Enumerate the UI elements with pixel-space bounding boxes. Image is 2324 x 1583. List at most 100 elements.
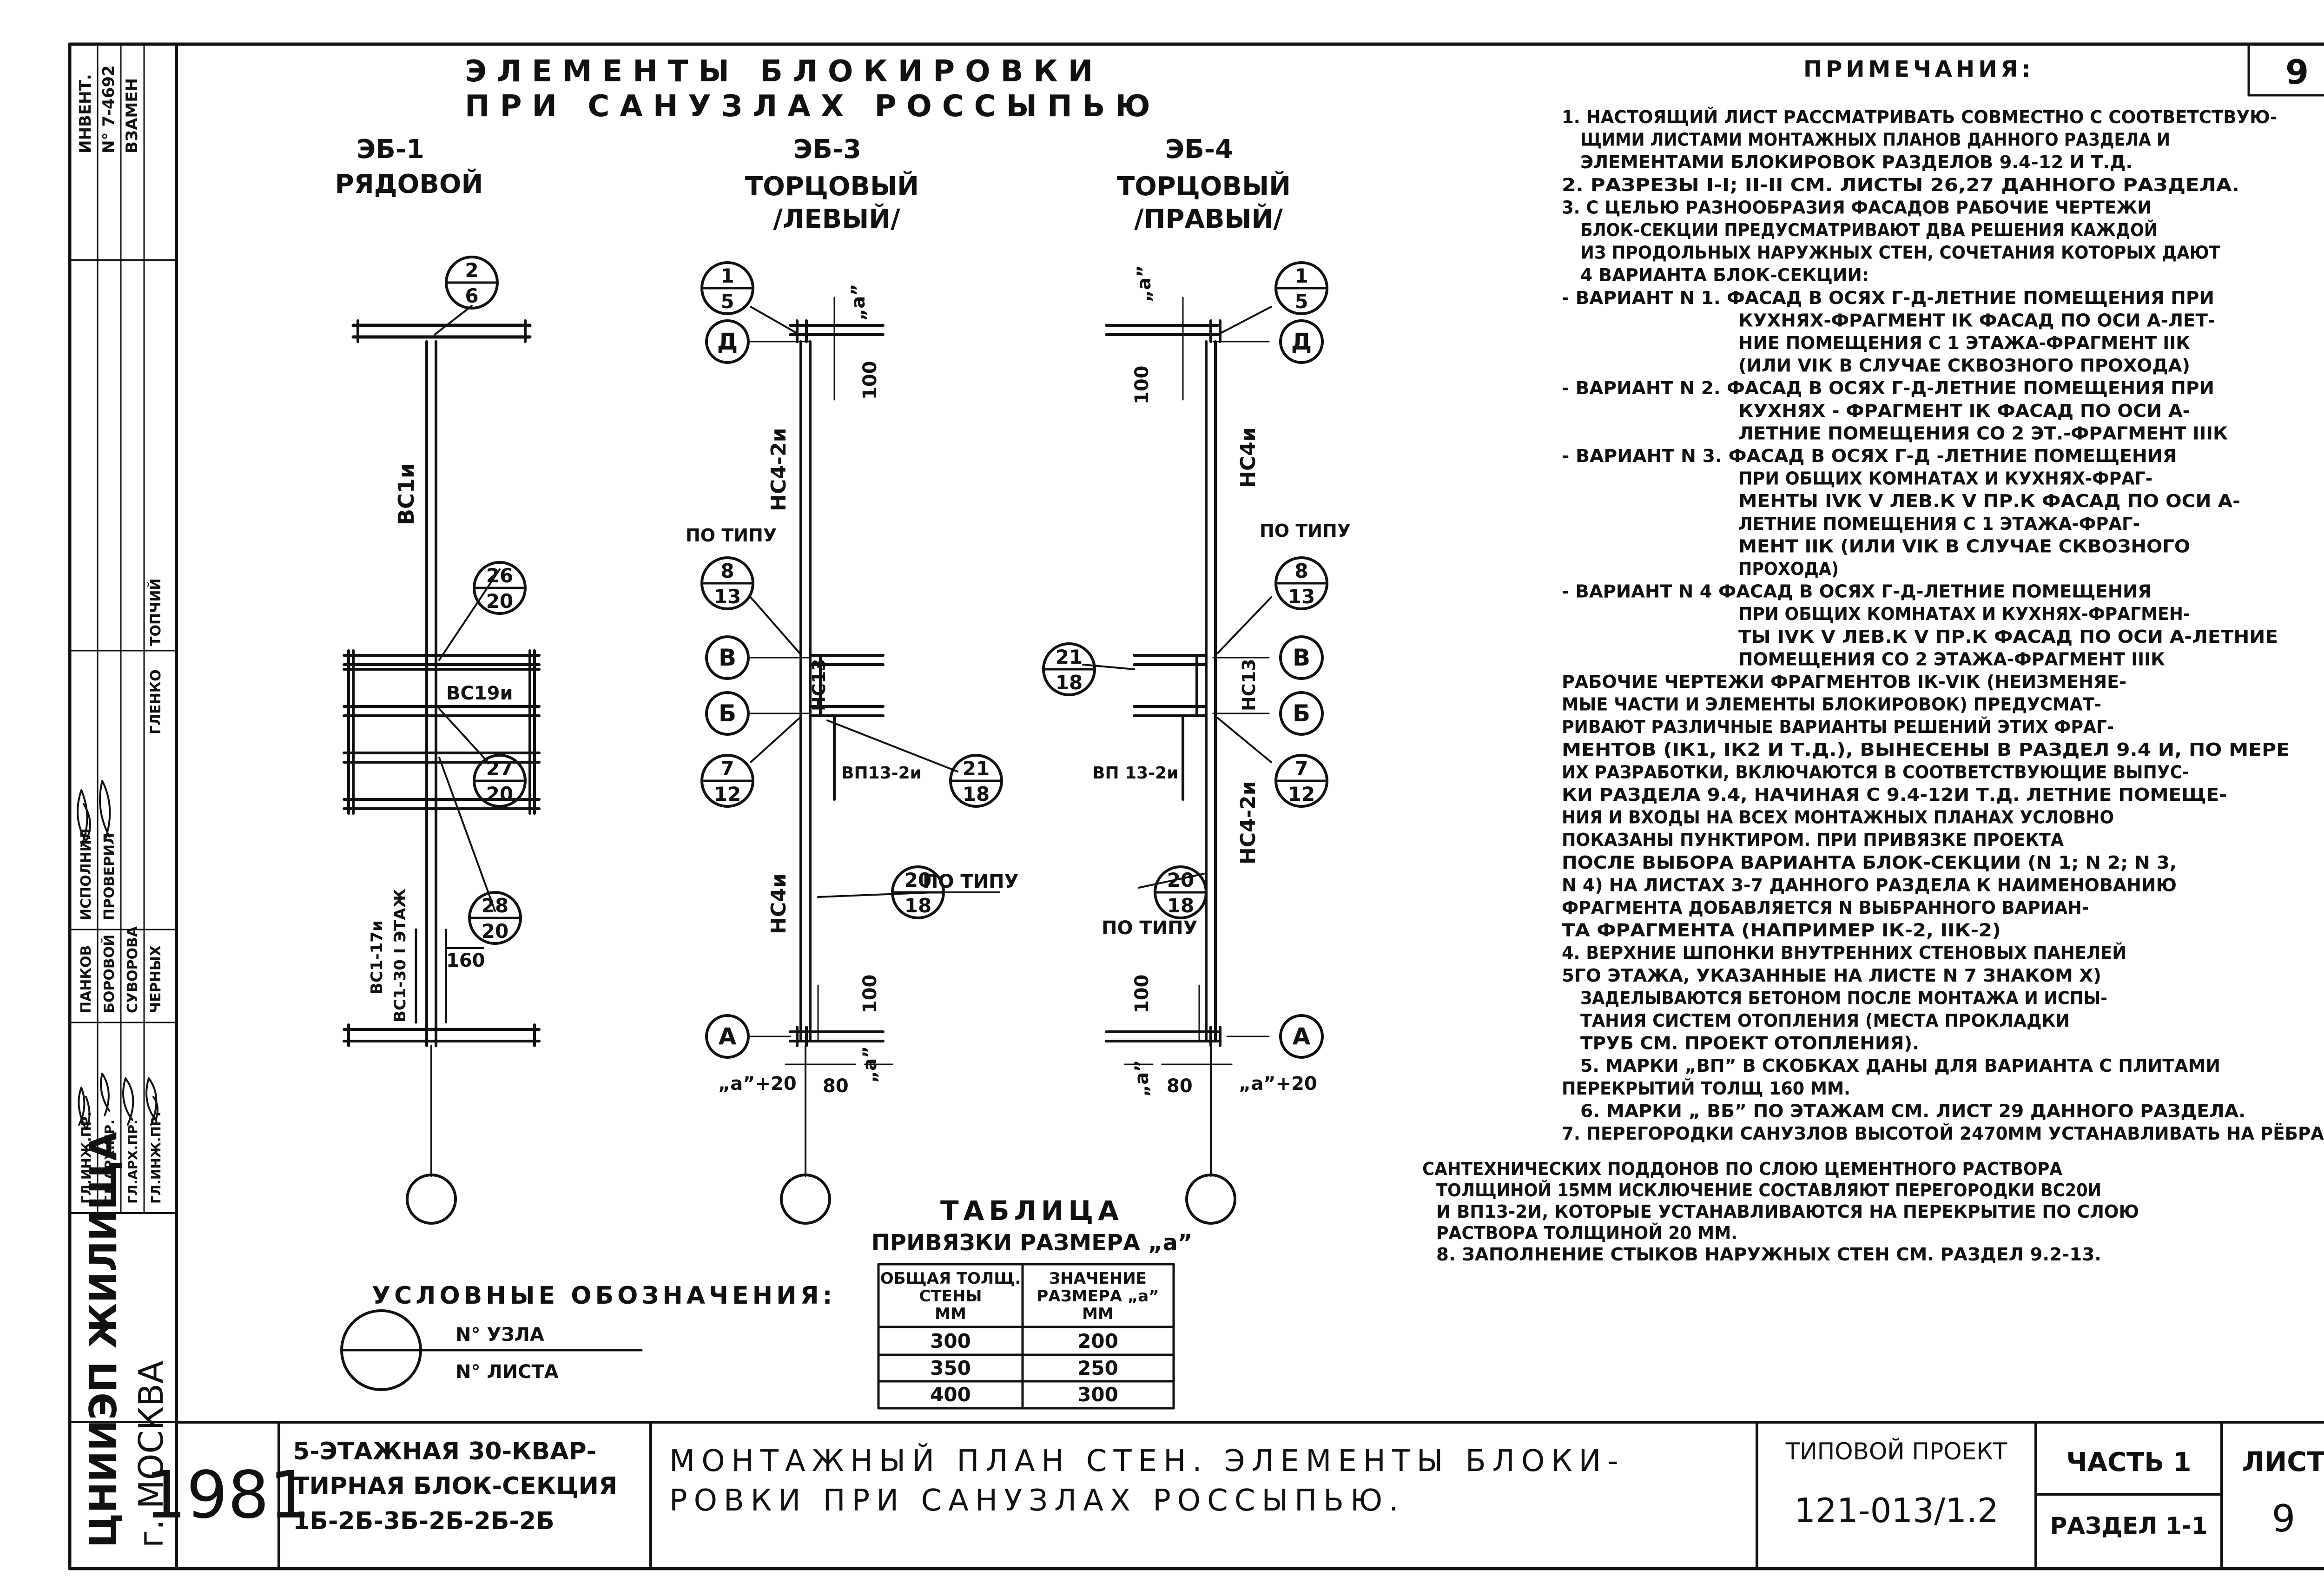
eb3-mark-nc42: НС4-2и [767, 428, 791, 511]
note-line: ЛЕТНИЕ ПОМЕЩЕНИЯ СО 2 ЭТ.-ФРАГМЕНТ IIIК [1738, 423, 2228, 443]
eb4-node-marker: 813 [1274, 556, 1328, 610]
legend-title: УСЛОВНЫЕ ОБОЗНАЧЕНИЯ: [372, 1282, 836, 1310]
axis-circle [705, 319, 750, 364]
note-line: КУХНЯХ-ФРАГМЕНТ IК ФАСАД ПО ОСИ А-ЛЕТ- [1738, 310, 2215, 330]
eb3-dim-100a: 100 [859, 361, 881, 400]
org-city: г. МОСКВА [132, 1361, 171, 1548]
node-number: 20 [905, 869, 931, 891]
eb4-sub2: /ПРАВЫЙ/ [1134, 204, 1283, 234]
table-h1-l1: ОБЩАЯ ТОЛЩ. [880, 1269, 1021, 1288]
note-line: ЭЛЕМЕНТАМИ БЛОКИРОВОК РАЗДЕЛОВ 9.4-12 И … [1580, 152, 2133, 172]
title-object-3: 1Б-2Б-3Б-2Б-2Б-2Б [293, 1507, 555, 1535]
table-r2-c1: 350 [930, 1357, 971, 1379]
title-part: ЧАСТЬ 1 [2066, 1447, 2191, 1477]
node-sheet: 18 [963, 783, 990, 805]
note-line: ЗАДЕЛЫВАЮТСЯ БЕТОНОМ ПОСЛЕ МОНТАЖА И ИСП… [1580, 988, 2107, 1008]
eb3-dim-80: 80 [823, 1075, 849, 1097]
eb3-a-top: „а” [848, 284, 869, 321]
note-line: МЫЕ ЧАСТИ И ЭЛЕМЕНТЫ БЛОКИРОВОК) ПРЕДУСМ… [1562, 694, 2101, 715]
axis-circle [705, 691, 750, 736]
eb1-mark-vc1: ВС1и [394, 463, 419, 525]
note-line: 5ГО ЭТАЖА, УКАЗАННЫЕ НА ЛИСТЕ N 7 ЗНАКОМ… [1562, 965, 2101, 986]
eb4-axis-v: В [1279, 635, 1324, 680]
title-object-2: ТИРНАЯ БЛОК-СЕКЦИЯ [293, 1472, 617, 1500]
table-r1-c1: 300 [930, 1330, 971, 1352]
eb4-dim-100b: 100 [1131, 975, 1153, 1014]
note-line: ЛЕТНИЕ ПОМЕЩЕНИЯ С 1 ЭТАЖА-ФРАГ- [1738, 514, 2140, 534]
eb3-code: ЭБ-3 [793, 134, 861, 165]
eb3-axis-b: Б [705, 691, 750, 736]
eb1-sub: РЯДОВОЙ [335, 169, 483, 199]
eb3-mark-nc13: НС13 [809, 659, 829, 711]
axis-letter: А [719, 1023, 737, 1050]
eb4-drawing: НС4и НС13 ВП 13-2и НС4-2и 100 100 80 „а”… [1082, 265, 1351, 1225]
eb3-dim-100b: 100 [859, 975, 881, 1014]
note-line: ПЕРЕКРЫТИЙ ТОЛЩ 160 ММ. [1562, 1078, 1850, 1099]
eb4-node-marker: 712 [1274, 754, 1328, 808]
note-line: ПОМЕЩЕНИЯ СО 2 ЭТАЖА-ФРАГМЕНТ IIIК [1738, 649, 2165, 669]
table-r3-c2: 300 [1077, 1383, 1118, 1406]
eb3-a-bot: „а” [859, 1046, 881, 1083]
table-r2-c2: 250 [1077, 1357, 1118, 1379]
axis-letter: Б [719, 700, 736, 727]
stamp-person-4: ЧЕРНЫХ [148, 945, 164, 1013]
node-number: 1 [1294, 264, 1308, 287]
axis-letter: Д [1291, 328, 1312, 355]
eb1-mark-vc1-30: ВС1-30 I ЭТАЖ [391, 888, 409, 1022]
node-number: 7 [1294, 757, 1308, 780]
eb3-sub2: /ЛЕВЫЙ/ [773, 204, 900, 234]
node-number: 21 [963, 757, 990, 780]
axis-letter: А [1293, 1023, 1311, 1050]
eb4-a-bot: „а” [1131, 1060, 1153, 1097]
eb3-axis-a: А [705, 1014, 750, 1059]
node-sheet: 5 [720, 290, 734, 313]
eb1-dim-160: 160 [446, 950, 485, 971]
node-sheet: 13 [1288, 585, 1315, 608]
stamp-role-2: ГЛ.АРХ.ПР. [102, 1120, 117, 1204]
note-line: 3. С ЦЕЛЬЮ РАЗНООБРАЗИЯ ФАСАДОВ РАБОЧИЕ … [1562, 197, 2152, 218]
title-name-2: РОВКИ ПРИ САНУЗЛАХ РОССЫПЬЮ. [669, 1484, 1405, 1518]
title-block: 1981 5-ЭТАЖНАЯ 30-КВАР- ТИРНАЯ БЛОК-СЕКЦ… [145, 1421, 2324, 1570]
stamp-person-1: ПАНКОВ [78, 945, 94, 1013]
legend-node-label: N° УЗЛА [456, 1324, 544, 1346]
title-name-1: МОНТАЖНЫЙ ПЛАН СТЕН. ЭЛЕМЕНТЫ БЛОКИ- [669, 1443, 1625, 1478]
eb4-axis-a: А [1279, 1014, 1324, 1059]
note-line: ФРАГМЕНТА ДОБАВЛЯЕТСЯ N ВЫБРАННОГО ВАРИА… [1562, 897, 2089, 918]
note-line: ИЗ ПРОДОЛЬНЫХ НАРУЖНЫХ СТЕН, СОЧЕТАНИЯ К… [1580, 243, 2220, 263]
note-line: ПРИ ОБЩИХ КОМНАТАХ И КУХНЯХ-ФРАГ- [1738, 468, 2152, 489]
node-sheet: 18 [905, 894, 931, 917]
note-line: МЕНТОВ (IК1, IК2 И Т.Д.), ВЫНЕСЕНЫ В РАЗ… [1562, 739, 2290, 760]
eb3-node-marker: 813 [700, 556, 754, 610]
note-line: (ИЛИ VIК В СЛУЧАЕ СКВОЗНОГО ПРОХОДА) [1738, 356, 2190, 376]
note-line: 6. МАРКИ „ ВБ” ПО ЭТАЖАМ СМ. ЛИСТ 29 ДАН… [1580, 1101, 2245, 1121]
stamp-role-4: ГЛ.ИНЖ.ПР. [148, 1112, 164, 1204]
left-stamp: ИНВЕНТ. N° 7-4692 ВЗАМЕН ГЛ.ИНЖ.ПР. ГЛ.А… [69, 43, 178, 1548]
org-name: ЦНИИЭП ЖИЛИЩА [82, 1132, 125, 1548]
note-line: 4. ВЕРХНИЕ ШПОНКИ ВНУТРЕННИХ СТЕНОВЫХ ПА… [1562, 943, 2126, 963]
note-line: ТА ФРАГМЕНТА (НАПРИМЕР IК-2, IIК-2) [1562, 920, 2001, 941]
axis-letter: В [719, 644, 736, 671]
table-h2-l3: ММ [1082, 1305, 1114, 1323]
eb3-po-tipu-1: ПО ТИПУ [686, 525, 777, 546]
eb1-code: ЭБ-1 [357, 134, 424, 165]
eb4-a-plus: „а”+20 [1239, 1073, 1317, 1095]
node-number: 28 [482, 894, 508, 917]
stamp-person2-1: ГЛЕНКО [148, 669, 164, 734]
notes-lines: 1. НАСТОЯЩИЙ ЛИСТ РАССМАТРИВАТЬ СОВМЕСТН… [1422, 107, 2324, 1265]
note-line: ТАНИЯ СИСТЕМ ОТОПЛЕНИЯ (МЕСТА ПРОКЛАДКИ [1580, 1010, 2070, 1031]
note-line: ПОКАЗАНЫ ПУНКТИРОМ. ПРИ ПРИВЯЗКЕ ПРОЕКТА [1562, 830, 2064, 850]
node-markers: 2626202720282015813712211820181581321187… [445, 256, 1328, 945]
note-line: МЕНТ IIК (ИЛИ VIК В СЛУЧАЕ СКВОЗНОГО [1738, 536, 2190, 556]
eb4-node-marker: 15 [1274, 261, 1328, 315]
eb3-po-tipu-2: ПО ТИПУ [923, 871, 1018, 892]
legend: УСЛОВНЫЕ ОБОЗНАЧЕНИЯ: N° УЗЛА N° ЛИСТА [340, 1282, 836, 1391]
title-year: 1981 [145, 1458, 310, 1533]
stamp-person-3: СУВОРОВА [125, 926, 141, 1013]
eb4-axis-d: Д [1279, 319, 1324, 364]
eb4-mark-nc4: НС4и [1236, 427, 1260, 488]
